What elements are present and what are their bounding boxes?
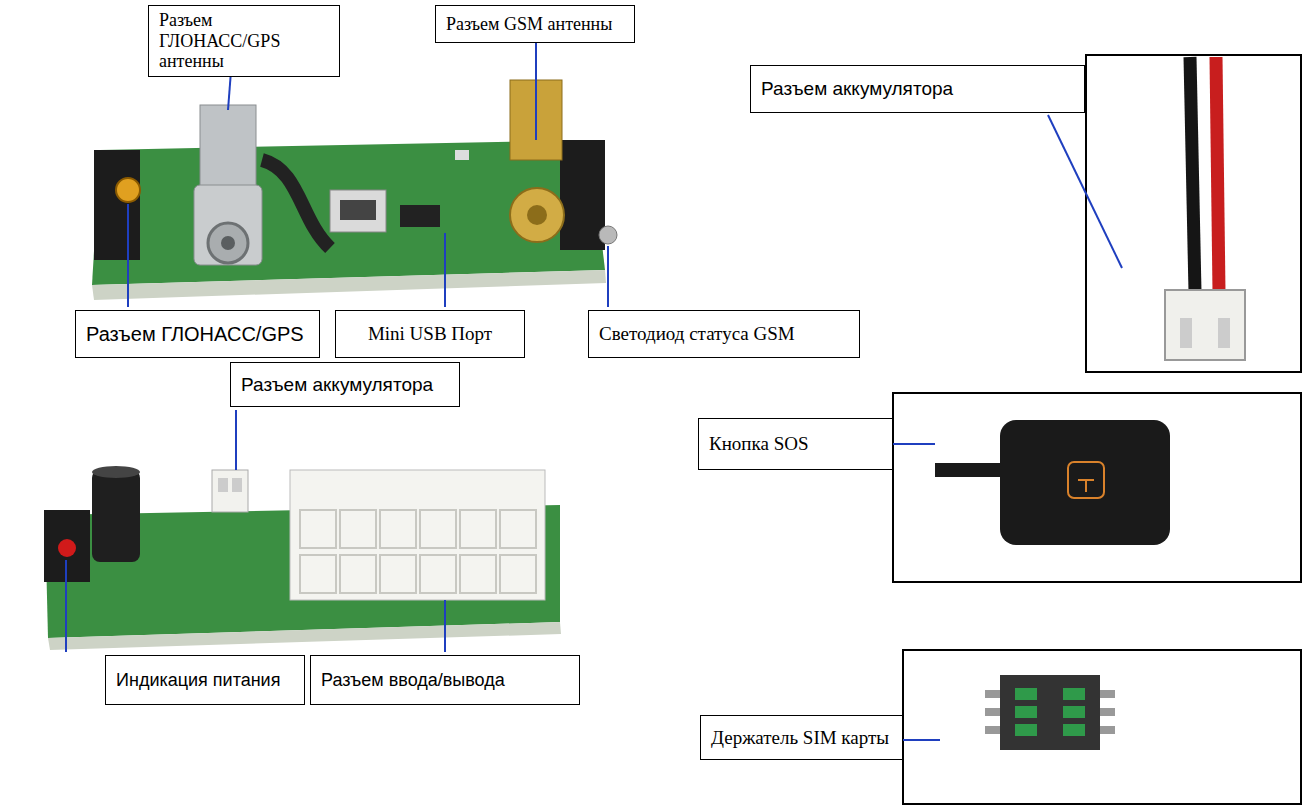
sos-button-photo — [893, 393, 1301, 582]
callout-box: Кнопка SOS — [698, 418, 893, 470]
callout-text: Индикация питания — [116, 670, 280, 691]
callout-box: Разъем GSM антенны — [435, 5, 635, 43]
main-board — [92, 80, 617, 300]
callout-box: Mini USB Порт — [335, 310, 525, 358]
callout-text: Светодиод статуса GSM — [599, 323, 795, 345]
callout-text: Разъем ГЛОНАСС/GPS антенны — [159, 10, 329, 72]
callout-text: Mini USB Порт — [368, 323, 492, 345]
leader-lines — [66, 43, 1122, 740]
callout-box: Индикация питания — [105, 655, 305, 705]
callout-text: Разъем ГЛОНАСС/GPS — [86, 323, 304, 346]
callout-box: Разъем аккумулятора — [230, 362, 460, 407]
callout-text: Разъем ввода/вывода — [321, 670, 505, 691]
callout-box: Держатель SIM карты — [700, 715, 903, 760]
callout-text: Держатель SIM карты — [711, 727, 889, 749]
callout-text: Кнопка SOS — [709, 433, 809, 455]
callout-text: Разъем аккумулятора — [761, 78, 953, 100]
callout-box: Разъем ввода/вывода — [310, 655, 580, 705]
callout-text: Разъем GSM антенны — [446, 14, 612, 35]
callout-box: Разъем аккумулятора — [750, 65, 1085, 113]
callout-box: Светодиод статуса GSM — [588, 310, 860, 358]
callout-text: Разъем аккумулятора — [241, 374, 433, 396]
callout-box: Разъем ГЛОНАСС/GPS антенны — [148, 5, 340, 77]
power-board — [44, 466, 561, 650]
battery-connector-photo — [1086, 55, 1301, 372]
callout-box: Разъем ГЛОНАСС/GPS — [75, 310, 320, 358]
sim-holder-photo — [903, 650, 1301, 804]
